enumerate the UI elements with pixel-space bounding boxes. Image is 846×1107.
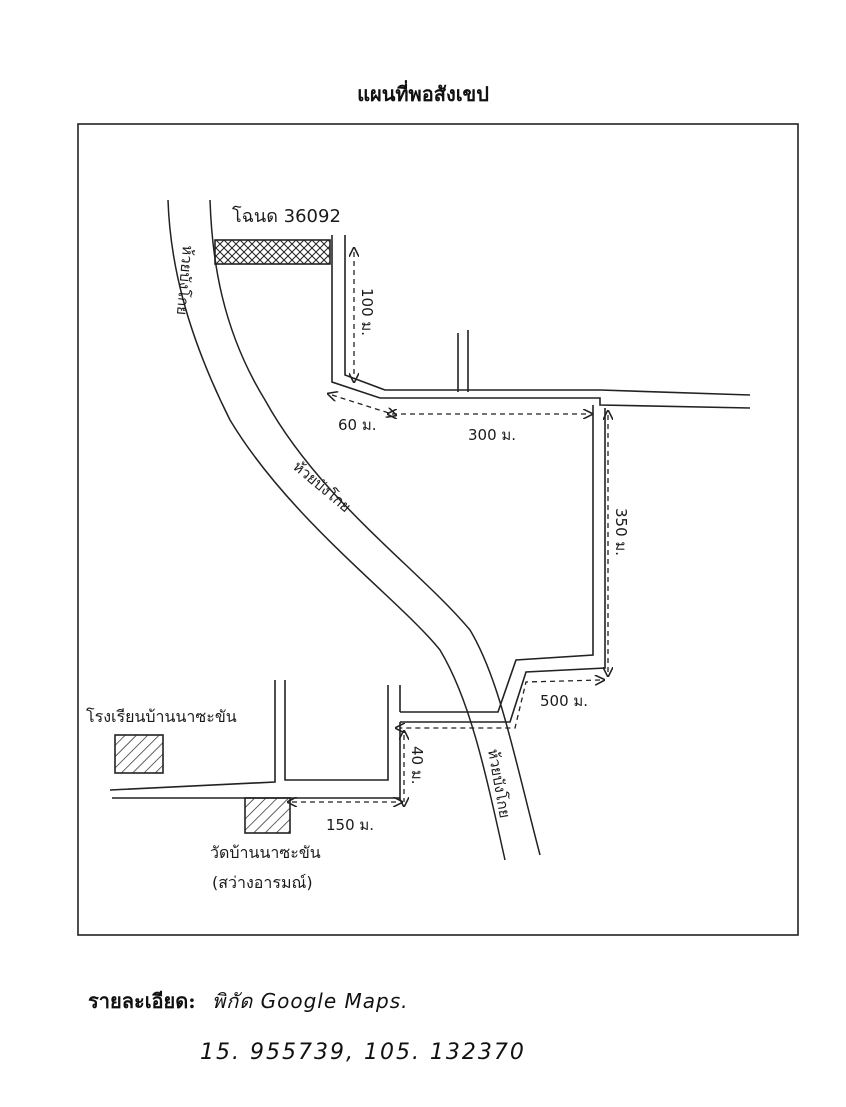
details-label: รายละเอียด:	[88, 989, 196, 1013]
temple-label: วัดบ้านนาซะขัน	[210, 843, 321, 862]
distance-500: 500 ม.	[540, 692, 588, 710]
page-title: แผนที่พอสังเขป	[357, 82, 489, 106]
school-label: โรงเรียนบ้านนาซะขัน	[86, 707, 237, 726]
creek-label-2: ห้วยบังโกย	[289, 457, 354, 516]
plot-36092	[214, 239, 331, 265]
school-plot	[114, 734, 164, 774]
distance-40: 40 ม.	[408, 746, 426, 785]
distance-100: 100 ม.	[358, 288, 376, 336]
details-value: พิกัด Google Maps.	[212, 989, 409, 1013]
map-frame	[77, 123, 799, 936]
temple-subtitle: (สว่างอารมณ์)	[212, 873, 313, 892]
details-line: รายละเอียด: พิกัด Google Maps.	[88, 985, 409, 1017]
distance-300: 300 ม.	[468, 426, 516, 444]
coordinates: 15. 955739, 105. 132370	[200, 1040, 526, 1065]
plot-36092-label: โฉนด 36092	[232, 205, 341, 227]
distance-350: 350 ม.	[612, 508, 630, 556]
distance-arrows	[292, 252, 608, 802]
creek-label-3: ห้วยบังโกย	[484, 748, 514, 820]
temple-plot	[244, 797, 291, 834]
creek-label-1: ห้วยบังโกย	[173, 245, 197, 316]
distance-60: 60 ม.	[338, 416, 377, 434]
distance-150: 150 ม.	[326, 816, 374, 834]
